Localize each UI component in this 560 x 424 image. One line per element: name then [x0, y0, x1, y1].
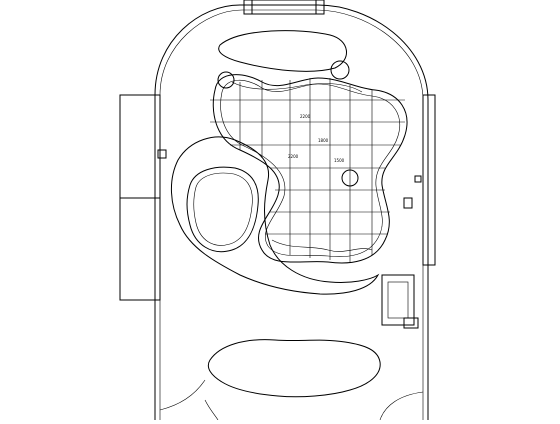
round-feature [330, 60, 350, 80]
small-pond-edge [193, 172, 253, 246]
planting-bed [170, 136, 380, 295]
marker [403, 197, 413, 209]
side-building-left [119, 94, 161, 199]
dimension-label: 2200 [300, 114, 311, 119]
entry-gate [243, 0, 325, 15]
lawn-area [207, 339, 381, 398]
pool-step-edge [231, 81, 363, 93]
round-feature [341, 169, 359, 187]
side-building-right [422, 94, 436, 266]
pool-step-edge [271, 239, 373, 252]
site-boundary-inner [159, 9, 424, 420]
bottom-curve [204, 399, 219, 421]
pavilion-step [403, 317, 419, 329]
dimension-label: 1500 [334, 158, 345, 163]
side-building-left [119, 197, 161, 301]
dimension-label: 1800 [318, 138, 329, 143]
marker [157, 149, 167, 159]
pavilion [381, 274, 415, 326]
round-feature [217, 71, 235, 89]
main-pool [212, 74, 408, 264]
pavilion-inner [387, 281, 409, 319]
top-deck [218, 30, 347, 72]
small-pond [186, 166, 259, 252]
bottom-curve [159, 379, 206, 411]
pool-grid [210, 78, 405, 262]
dimension-label: 2200 [288, 154, 299, 159]
site-boundary [154, 4, 429, 420]
main-pool-edge [220, 79, 400, 257]
marker [414, 175, 422, 183]
bottom-curve [379, 391, 424, 421]
